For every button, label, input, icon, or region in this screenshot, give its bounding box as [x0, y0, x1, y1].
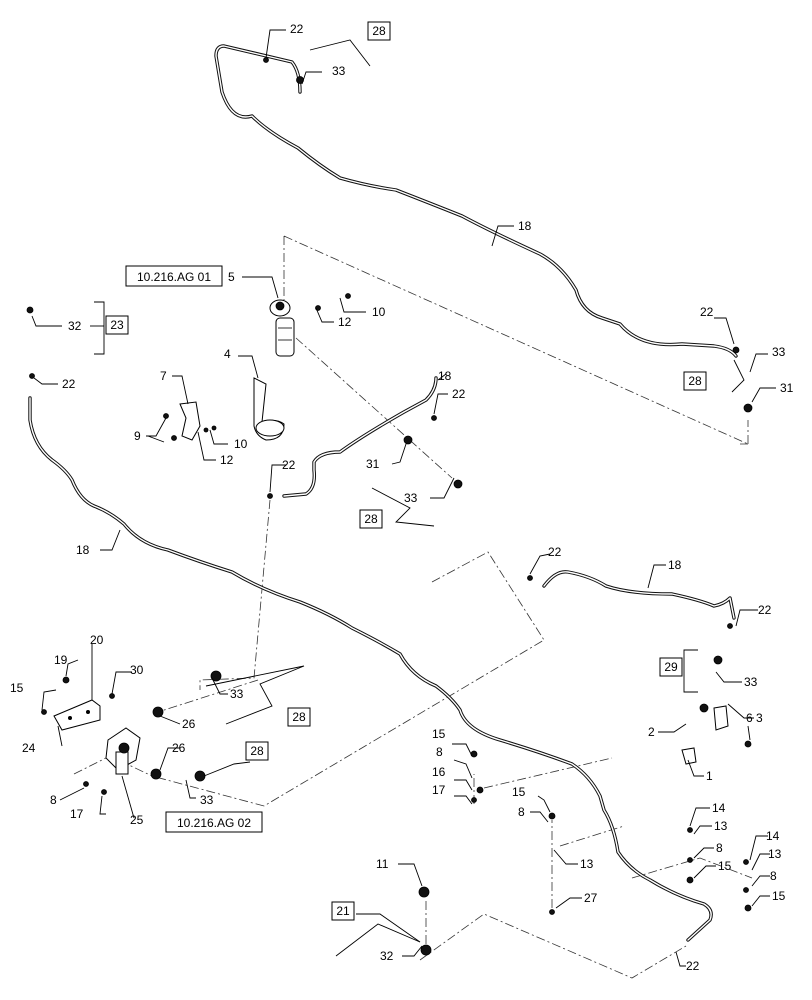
bracket-24[interactable]: [41, 676, 115, 731]
callout-24: 24: [22, 741, 36, 755]
box-28-lower-a: 28: [292, 710, 306, 724]
callout-33: 33: [332, 64, 346, 78]
callout-labels: 22 33 18 5 10 12 22 33 31 4 7 9 10 12 32…: [10, 22, 794, 973]
tube-mid[interactable]: [282, 376, 438, 498]
box-21: 21: [336, 904, 350, 918]
callout-15: 15: [432, 727, 446, 741]
callout-8: 8: [50, 793, 57, 807]
callout-22: 22: [452, 387, 466, 401]
callout-14: 14: [766, 829, 780, 843]
callout-11: 11: [376, 857, 389, 871]
callout-31: 31: [780, 381, 794, 395]
callout-6: 6: [746, 711, 753, 725]
callout-25: 25: [130, 813, 144, 827]
callout-22: 22: [290, 22, 304, 36]
callout-19: 19: [54, 653, 68, 667]
box-29: 29: [664, 660, 678, 674]
callout-22: 22: [62, 377, 76, 391]
callout-9: 9: [134, 429, 141, 443]
callout-1: 1: [706, 769, 713, 783]
callout-13: 13: [714, 819, 728, 833]
valve-25[interactable]: [105, 727, 141, 775]
callout-27: 27: [584, 891, 598, 905]
callout-16: 16: [432, 765, 446, 779]
fittings-right[interactable]: [681, 655, 752, 765]
fasteners[interactable]: [26, 57, 753, 956]
callout-10: 10: [372, 305, 386, 319]
callout-13: 13: [768, 847, 782, 861]
callout-15: 15: [772, 889, 786, 903]
reference-10216-ag02[interactable]: 10.216.AG 02: [177, 816, 251, 830]
callout-15: 15: [10, 681, 24, 695]
callout-32: 32: [380, 949, 394, 963]
box-28-top: 28: [372, 24, 386, 38]
box-23: 23: [110, 318, 124, 332]
bracket-7[interactable]: [163, 401, 217, 441]
callout-15: 15: [718, 859, 732, 873]
phantom-lines: [73, 235, 753, 979]
tube-left-long[interactable]: [28, 396, 713, 942]
callout-33: 33: [744, 675, 758, 689]
callout-18: 18: [438, 369, 452, 383]
callout-17: 17: [432, 783, 446, 797]
callout-7: 7: [160, 369, 167, 383]
callout-30: 30: [130, 663, 144, 677]
reference-boxes[interactable]: 10.216.AG 01 10.216.AG 02: [125, 265, 263, 833]
callout-13: 13: [580, 857, 594, 871]
callout-8: 8: [436, 745, 443, 759]
callout-15: 15: [512, 785, 526, 799]
box-28-right-top: 28: [688, 374, 702, 388]
fittings-26[interactable]: [150, 670, 222, 782]
filter-assembly[interactable]: [269, 299, 295, 357]
box-28-mid: 28: [364, 512, 378, 526]
callout-18: 18: [518, 219, 532, 233]
box-28-lower-b: 28: [250, 744, 264, 758]
tube-right[interactable]: [542, 570, 736, 620]
callout-10: 10: [234, 437, 248, 451]
callout-22: 22: [282, 458, 296, 472]
leader-lines: [31, 29, 776, 967]
callout-2: 2: [648, 725, 655, 739]
callout-20: 20: [90, 633, 104, 647]
callout-26: 26: [172, 741, 186, 755]
callout-33: 33: [200, 793, 214, 807]
bracket-4[interactable]: [253, 377, 285, 441]
callout-4: 4: [224, 347, 231, 361]
callout-18: 18: [76, 543, 90, 557]
boxed-callouts: 28 23 28 28 29 28 28 21: [105, 21, 707, 921]
callout-31: 31: [366, 457, 380, 471]
callout-12: 12: [338, 315, 352, 329]
callout-18: 18: [668, 558, 682, 572]
callout-12: 12: [220, 453, 234, 467]
callout-3: 3: [756, 711, 763, 725]
callout-22: 22: [548, 545, 562, 559]
callout-33: 33: [404, 491, 418, 505]
reference-10216-ag01[interactable]: 10.216.AG 01: [137, 270, 211, 284]
callout-26: 26: [182, 717, 196, 731]
callout-22: 22: [700, 305, 714, 319]
callout-22: 22: [758, 603, 772, 617]
callout-17: 17: [70, 807, 84, 821]
callout-22: 22: [686, 959, 700, 973]
callout-33: 33: [772, 345, 786, 359]
callout-33: 33: [230, 687, 244, 701]
callout-8: 8: [518, 805, 525, 819]
callout-8: 8: [716, 841, 723, 855]
tube-top[interactable]: [214, 44, 738, 358]
callout-8: 8: [770, 869, 777, 883]
callout-5: 5: [228, 270, 235, 284]
callout-14: 14: [712, 801, 726, 815]
callout-32: 32: [68, 319, 82, 333]
